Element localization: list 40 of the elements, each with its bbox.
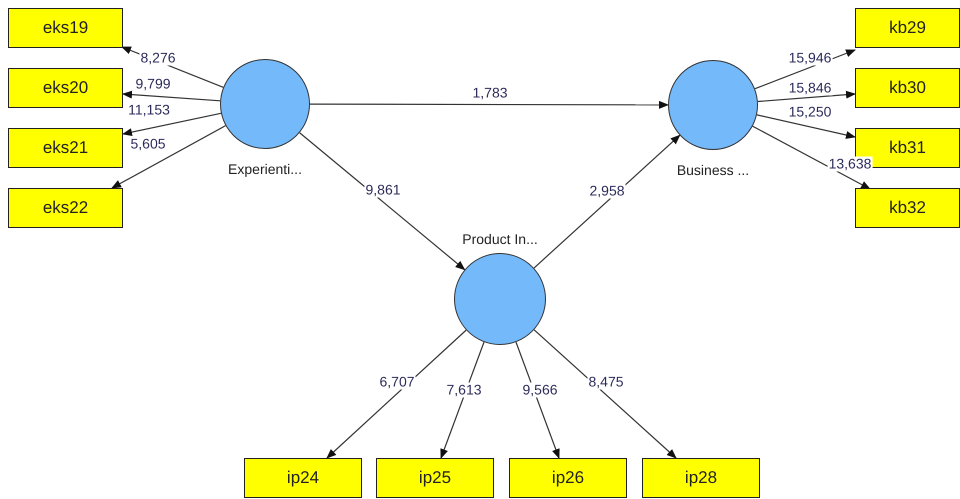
arrow [534, 134, 680, 268]
edge-label: 5,605 [129, 136, 167, 152]
edge-label: 8,276 [139, 50, 177, 66]
indicator-box: ip28 [642, 458, 760, 498]
edge-label: 9,799 [134, 76, 172, 92]
construct-label: Experienti... [228, 161, 302, 177]
edge-label: 2,958 [588, 184, 626, 198]
indicator-box: ip26 [509, 458, 627, 498]
indicator-box: eks22 [8, 188, 123, 228]
edge-label: 7,613 [445, 382, 483, 398]
edge-label: 8,475 [587, 374, 625, 390]
arrow [122, 90, 220, 102]
arrow [122, 112, 222, 136]
construct-label: Product In... [462, 231, 538, 247]
arrow [310, 100, 669, 109]
edge-label: 1,783 [471, 86, 509, 100]
indicator-box: ip25 [376, 458, 494, 498]
edge-label: 11,153 [127, 102, 171, 118]
indicator-box: eks21 [8, 128, 123, 168]
edge-label: 6,707 [378, 374, 416, 390]
arrow [111, 125, 226, 189]
edge-label: 15,250 [788, 104, 832, 120]
edge-label: 9,861 [364, 182, 402, 198]
indicator-box: kb30 [855, 68, 960, 108]
arrow [299, 132, 466, 270]
indicator-box: kb32 [855, 188, 960, 228]
edge-label: 15,846 [788, 80, 832, 96]
edge-label: 13,638 [828, 156, 872, 172]
indicator-box: ip24 [244, 458, 362, 498]
indicator-box: eks20 [8, 68, 123, 108]
arrow [758, 90, 856, 102]
construct-label: Business ... [676, 162, 750, 178]
arrow [756, 114, 856, 139]
indicator-box: kb29 [855, 8, 960, 48]
edge-label: 9,566 [521, 382, 559, 398]
arrow [534, 329, 677, 459]
arrow [752, 126, 871, 190]
edge-label: 15,946 [788, 50, 832, 66]
arrow [326, 330, 467, 459]
indicator-box: eks19 [8, 8, 123, 48]
